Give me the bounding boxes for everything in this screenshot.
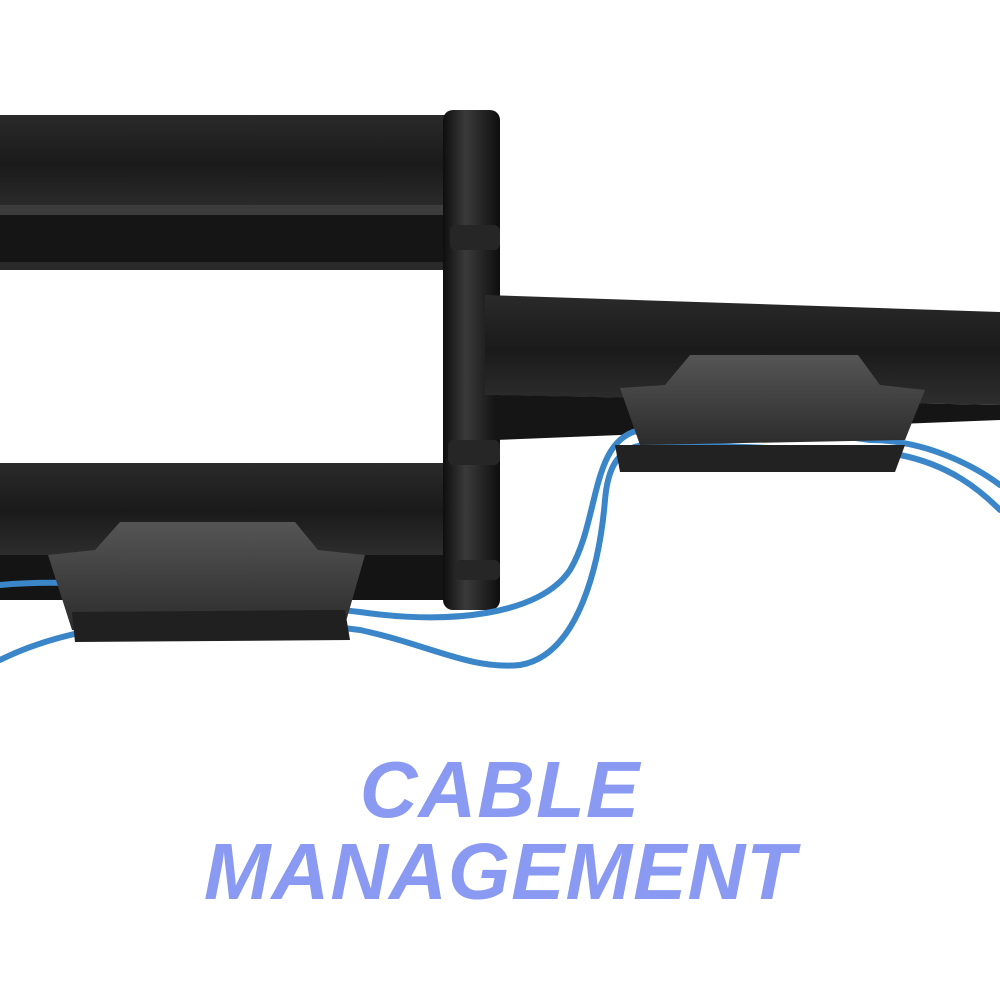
cable-clip-left [48,522,365,642]
pivot-pole [443,110,500,610]
upper-arm [0,115,475,270]
caption-line-1: CABLE [359,745,641,834]
caption-line-2: MANAGEMENT [203,827,797,916]
cable-clip-right [615,355,925,472]
